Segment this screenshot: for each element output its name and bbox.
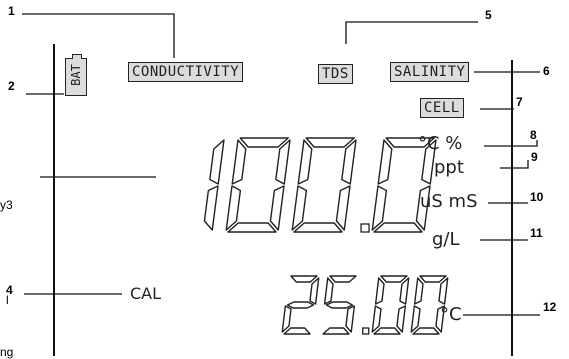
clipped-label-ng: ng bbox=[0, 345, 14, 359]
conductivity-indicator: CONDUCTIVITY bbox=[128, 62, 244, 82]
tds-indicator: TDS bbox=[318, 64, 353, 84]
segment-d bbox=[322, 327, 350, 335]
segment-a bbox=[305, 137, 355, 148]
segment-d bbox=[373, 327, 401, 335]
segment-e bbox=[281, 305, 292, 333]
segment-e bbox=[225, 185, 242, 231]
digit-0 bbox=[291, 137, 357, 233]
cal-indicator: CAL bbox=[130, 284, 162, 303]
segment-e bbox=[371, 185, 388, 231]
decimal-point bbox=[360, 223, 370, 233]
segment-c bbox=[435, 305, 446, 333]
callout-11: 11 bbox=[530, 226, 543, 240]
unit-g-per-l: g/L bbox=[432, 229, 460, 250]
segment-a bbox=[290, 275, 318, 283]
main-reading-digits bbox=[203, 137, 437, 233]
leader-line-8 bbox=[484, 140, 538, 147]
callout-9: 9 bbox=[531, 150, 538, 164]
digit-5 bbox=[322, 275, 357, 335]
segment-c bbox=[335, 185, 351, 231]
callout-8: 8 bbox=[530, 128, 537, 142]
segment-f bbox=[374, 277, 385, 305]
callout-5: 5 bbox=[485, 8, 492, 22]
digit-0 bbox=[410, 275, 449, 335]
unit-ppt: ppt bbox=[434, 157, 464, 178]
segment-b bbox=[399, 277, 410, 305]
cell-indicator: CELL bbox=[420, 98, 464, 118]
segment-b bbox=[421, 139, 437, 185]
segment-f bbox=[231, 139, 247, 185]
digit-2 bbox=[281, 275, 320, 335]
digit-1 bbox=[203, 139, 225, 231]
segment-b bbox=[438, 277, 449, 305]
digit-0 bbox=[225, 137, 291, 233]
segment-e bbox=[291, 185, 308, 231]
segment-g bbox=[286, 301, 315, 309]
segment-f bbox=[377, 139, 393, 185]
segment-a bbox=[239, 137, 289, 148]
battery-cap bbox=[72, 54, 82, 59]
callout-12: 12 bbox=[543, 300, 557, 314]
battery-indicator: BAT bbox=[65, 54, 87, 96]
segment-b bbox=[341, 139, 357, 185]
segment-a bbox=[385, 137, 435, 148]
digit-0 bbox=[371, 275, 410, 335]
segment-e bbox=[371, 305, 382, 333]
segment-b bbox=[309, 277, 320, 305]
callout-6: 6 bbox=[543, 64, 550, 78]
segment-b bbox=[209, 139, 225, 185]
callout-10: 10 bbox=[530, 190, 544, 204]
unit-temp-deg-c: °C bbox=[440, 304, 462, 325]
battery-label: BAT bbox=[69, 64, 83, 86]
segment-c bbox=[269, 185, 285, 231]
segment-c bbox=[415, 185, 431, 231]
salinity-indicator: SALINITY bbox=[390, 62, 470, 82]
clipped-label-l: l bbox=[6, 293, 9, 307]
segment-d bbox=[412, 327, 440, 335]
segment-c bbox=[345, 305, 356, 333]
leader-line-9 bbox=[500, 160, 529, 169]
clipped-label-4: 4 bbox=[6, 283, 13, 297]
callout-2: 2 bbox=[8, 79, 15, 93]
unit-deg-c-percent: °C % bbox=[418, 133, 463, 154]
segment-d bbox=[283, 327, 311, 335]
segment-a bbox=[329, 275, 357, 283]
temp-reading-digits bbox=[281, 275, 449, 335]
segment-a bbox=[380, 275, 408, 283]
segment-f bbox=[413, 277, 424, 305]
clipped-label-3: y3 bbox=[0, 198, 13, 212]
segment-c bbox=[203, 185, 219, 231]
segment-b bbox=[275, 139, 291, 185]
digit-0 bbox=[371, 137, 437, 233]
segment-c bbox=[396, 305, 407, 333]
segment-a bbox=[419, 275, 447, 283]
segment-g bbox=[325, 301, 354, 309]
segment-e bbox=[410, 305, 421, 333]
callout-1: 1 bbox=[8, 4, 15, 18]
leader-line-5 bbox=[345, 21, 478, 44]
segment-f bbox=[323, 277, 334, 305]
segment-d bbox=[373, 222, 423, 233]
callout-7: 7 bbox=[516, 95, 523, 109]
segment-f bbox=[297, 139, 313, 185]
unit-us-ms: uS mS bbox=[420, 191, 478, 212]
leader-line-1 bbox=[22, 13, 175, 58]
segment-d bbox=[227, 222, 277, 233]
segment-d bbox=[293, 222, 343, 233]
decimal-point bbox=[362, 327, 370, 335]
